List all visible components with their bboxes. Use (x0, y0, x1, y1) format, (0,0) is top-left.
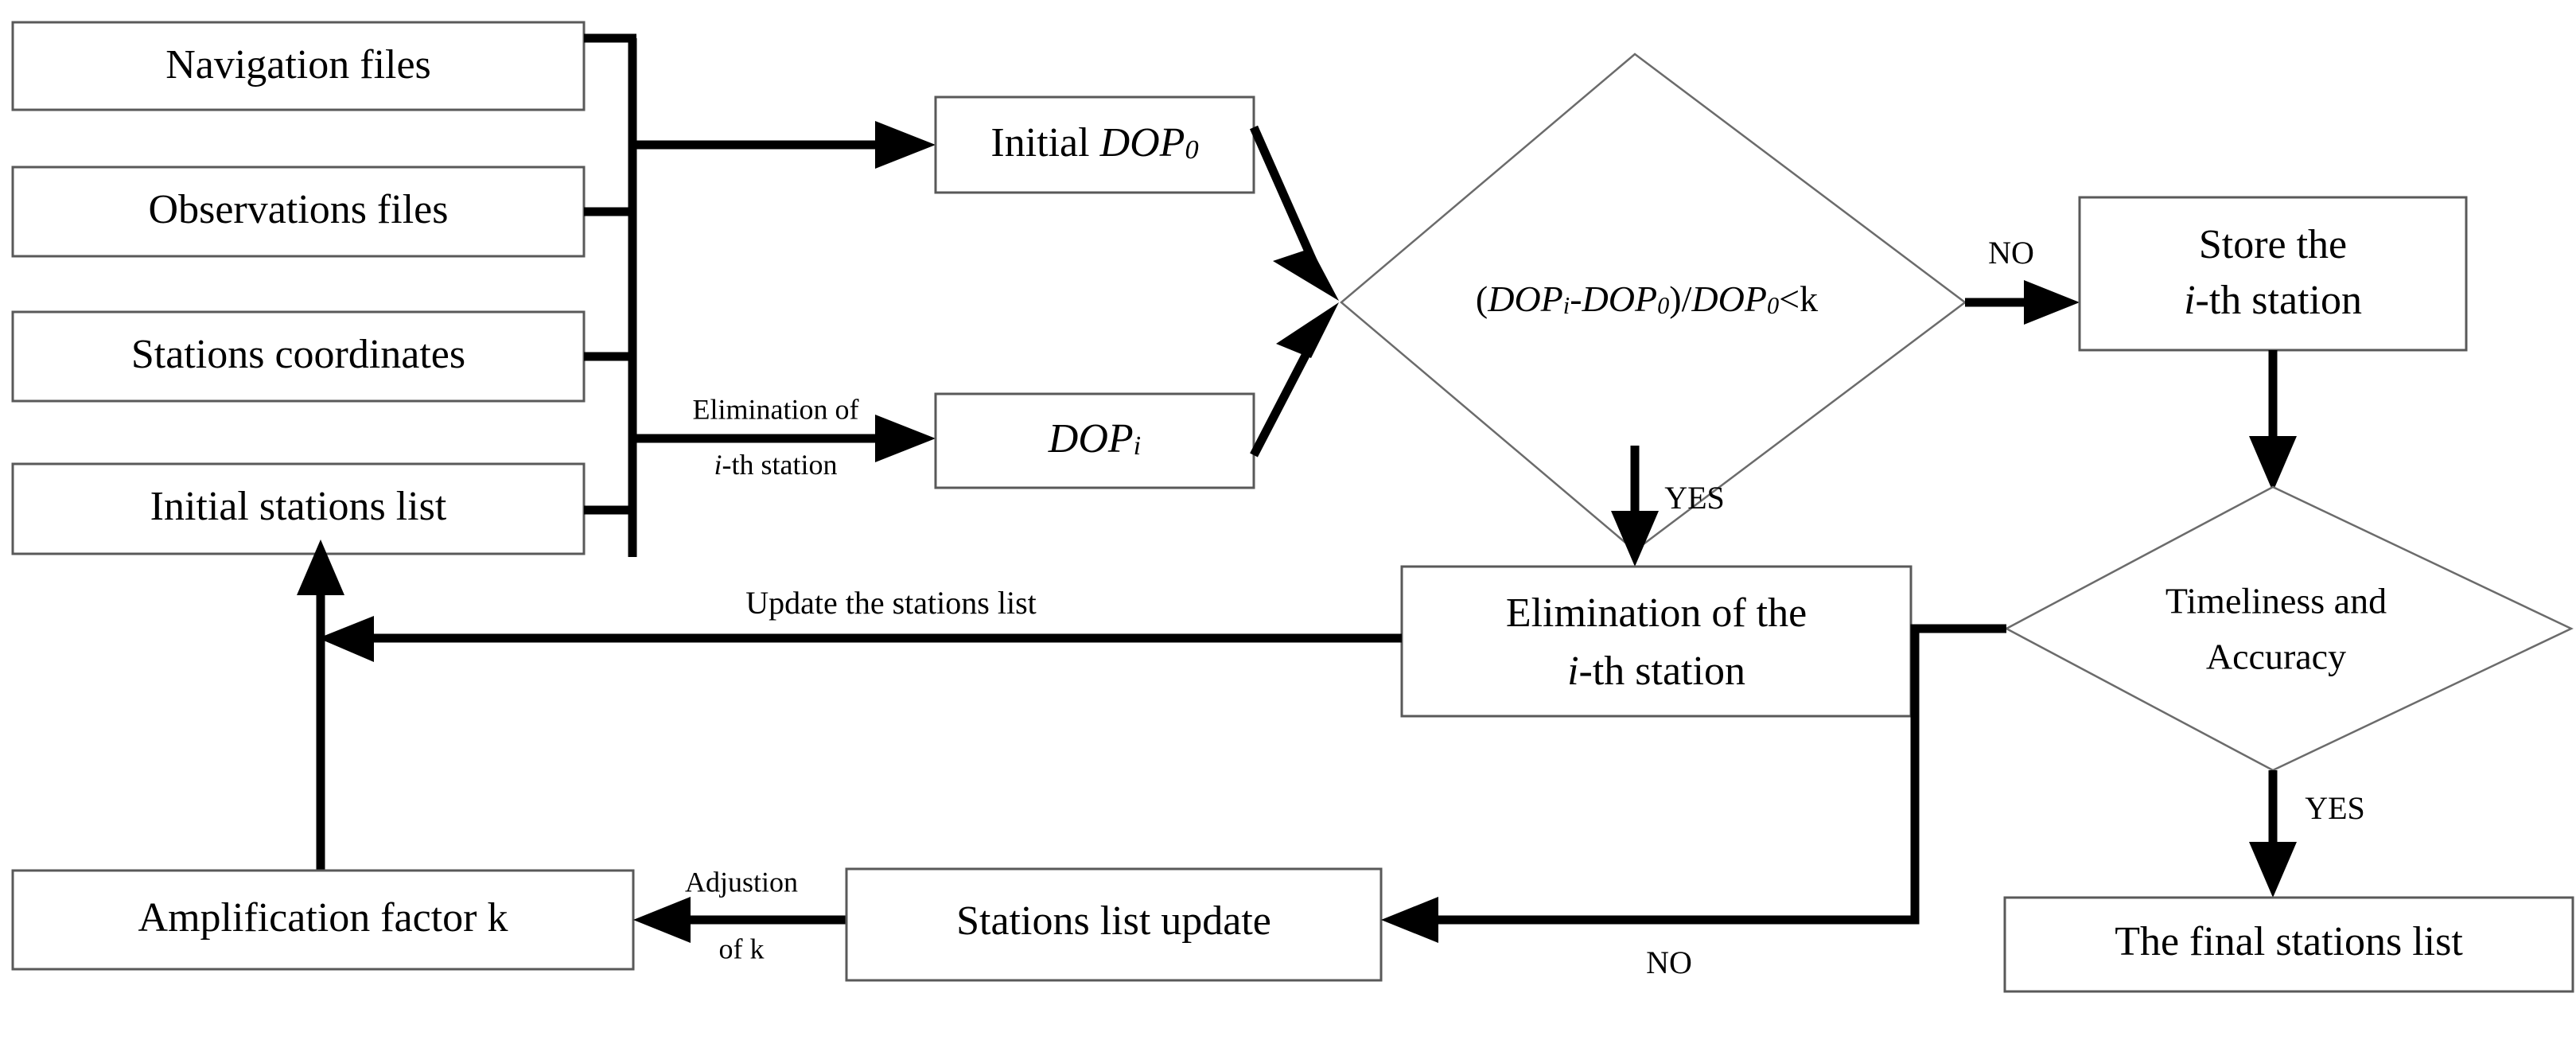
adjustion-label-line1: Adjustion (685, 866, 798, 898)
input-bus-connector (584, 33, 637, 557)
arrow-head-diagonal-up (1276, 302, 1339, 358)
arrow-head-left (633, 897, 691, 943)
observations-files-box[interactable] (11, 166, 586, 258)
adjustion-label-line2: of k (719, 933, 765, 964)
edge-timeliness-yes-to-final: YES (2249, 770, 2365, 898)
edge-update-to-amplification: Adjustion of k (633, 866, 846, 964)
edge-dop0-to-condition (1249, 125, 1339, 301)
arrow-head-down (1611, 511, 1659, 567)
stations-coordinates-box[interactable] (11, 310, 586, 403)
node-store-station[interactable]: Store the i-th station (2078, 196, 2468, 352)
node-eliminate-station[interactable]: Elimination of the i-th station (1400, 565, 1913, 718)
edge-dopi-to-condition (1250, 302, 1339, 458)
edge-bus-to-dop-i (632, 415, 936, 462)
edge-bus-to-initial-dop0 (632, 121, 936, 169)
dop-i-box[interactable] (934, 392, 1255, 489)
node-stations-coordinates[interactable]: Stations coordinates (11, 310, 586, 403)
store-station-line1: Store the (2199, 222, 2347, 267)
edge-timeliness-no-to-update: NO (1381, 624, 2006, 980)
arrow-head-diagonal-down (1273, 248, 1339, 301)
edge-line-routed (1426, 624, 2006, 925)
update-stations-list-label: Update the stations list (745, 585, 1037, 621)
no-label: NO (1988, 235, 2034, 271)
node-initial-dop0[interactable]: Initial DOP0 (934, 95, 1255, 194)
arrow-head-left (1381, 897, 1438, 943)
arrow-head-right (875, 121, 936, 169)
timeliness-accuracy-line2: Accuracy (2206, 637, 2346, 677)
store-station-line2: i-th station (2184, 278, 2362, 323)
edge-label-elimination-of-ith: Elimination of i-th station (693, 393, 859, 481)
initial-dop0-box[interactable] (934, 95, 1255, 194)
initial-stations-list-box[interactable] (11, 462, 586, 555)
navigation-files-box[interactable] (11, 21, 586, 111)
arrow-head-down (2249, 842, 2297, 898)
edge-store-to-timeliness (2249, 350, 2297, 492)
edge-condition-yes-to-eliminate: YES (1611, 446, 1725, 567)
arrow-head-right (875, 415, 936, 462)
stations-list-update-label: Stations list update (956, 898, 1271, 944)
no-label: NO (1646, 945, 1692, 980)
node-dop-condition[interactable]: (DOPi-DOP0)/DOP0<k (1340, 53, 1967, 552)
timeliness-accuracy-diamond[interactable] (2004, 485, 2574, 772)
elimination-label-line2: i-th station (714, 449, 838, 481)
final-stations-list-label: The final stations list (2115, 919, 2463, 964)
node-dop-i[interactable]: DOPi (934, 392, 1255, 489)
amplification-factor-box[interactable] (11, 869, 635, 971)
node-amplification-factor[interactable]: Amplification factor k (11, 869, 635, 971)
elimination-label-line1: Elimination of (693, 393, 859, 425)
stations-coordinates-label: Stations coordinates (131, 332, 465, 377)
node-timeliness-accuracy[interactable]: Timeliness and Accuracy (2004, 485, 2574, 772)
eliminate-station-line1: Elimination of the (1506, 590, 1807, 636)
eliminate-station-line2: i-th station (1567, 649, 1745, 694)
edge-eliminate-to-initial-list: Update the stations list (318, 585, 1402, 662)
amplification-factor-label: Amplification factor k (138, 895, 508, 941)
arrow-head-left (318, 616, 374, 662)
node-initial-stations-list[interactable]: Initial stations list (11, 462, 586, 555)
node-observations-files[interactable]: Observations files (11, 166, 586, 258)
store-station-box[interactable] (2078, 196, 2468, 352)
yes-label: YES (1664, 480, 1725, 516)
initial-dop0-label: Initial DOP0 (990, 120, 1198, 166)
eliminate-station-box[interactable] (1400, 565, 1913, 718)
node-final-stations-list[interactable]: The final stations list (2003, 896, 2574, 993)
final-stations-list-box[interactable] (2003, 896, 2574, 993)
edge-riser-to-initial-stations-list (297, 539, 344, 871)
node-stations-list-update[interactable]: Stations list update (845, 867, 1383, 982)
edge-condition-no-to-store: NO (1965, 235, 2080, 325)
navigation-files-label: Navigation files (165, 42, 431, 88)
dop-i-label: DOPi (1048, 416, 1141, 462)
dop-condition-label: (DOPi-DOP0)/DOP0<k (1476, 279, 1818, 319)
arrow-head-up (297, 539, 344, 595)
arrow-head-down (2249, 436, 2297, 492)
initial-stations-list-label: Initial stations list (150, 484, 447, 529)
yes-label: YES (2305, 790, 2365, 826)
stations-list-update-box[interactable] (845, 867, 1383, 982)
timeliness-accuracy-line1: Timeliness and (2165, 581, 2387, 621)
arrow-head-right (2024, 280, 2080, 325)
node-navigation-files[interactable]: Navigation files (11, 21, 586, 111)
observations-files-label: Observations files (149, 187, 449, 232)
